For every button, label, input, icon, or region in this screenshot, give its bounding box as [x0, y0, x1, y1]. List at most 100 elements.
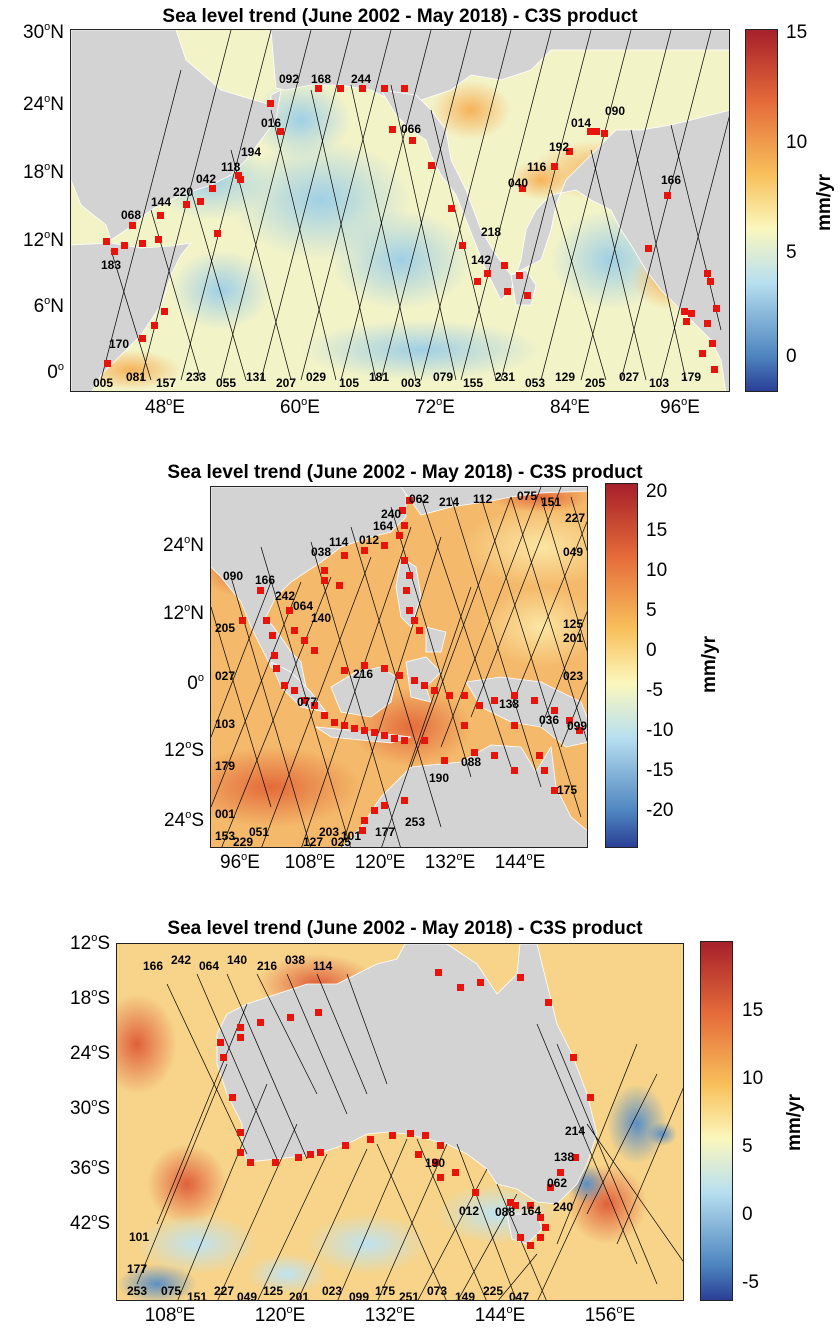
track-label: 027: [619, 370, 640, 384]
track-label: 047: [509, 1290, 530, 1301]
track-label: 177: [127, 1262, 148, 1276]
x-tick-label: 72oE: [415, 396, 455, 418]
satellite-ground-tracks: [211, 487, 587, 847]
colorbar-unit-label: mm/yr: [699, 635, 720, 693]
track-label: 075: [517, 489, 538, 503]
track-label: 042: [196, 172, 217, 186]
tide-gauge-markers: [239, 497, 583, 834]
track-label: 244: [351, 72, 372, 86]
x-tick-label: 144oE: [494, 851, 546, 873]
track-label: 023: [563, 669, 584, 683]
track-label: 029: [306, 370, 327, 384]
panel-title: Sea level trend (June 2002 - May 2018) -…: [167, 462, 643, 483]
track-label: 073: [427, 1284, 448, 1298]
track-label: 099: [349, 1290, 370, 1301]
x-tick-label: 96oE: [660, 396, 700, 418]
track-label: 090: [223, 569, 244, 583]
x-tick-label: 108oE: [284, 851, 336, 873]
track-label: 157: [156, 376, 177, 390]
track-label: 023: [322, 1284, 343, 1298]
track-label: 181: [369, 370, 390, 384]
x-tick-label: 120oE: [354, 851, 406, 873]
track-label: 205: [585, 376, 606, 390]
track-label: 170: [109, 337, 130, 351]
track-label: 101: [341, 829, 362, 843]
colorbar: [745, 29, 778, 392]
panel-title: Sea level trend (June 2002 - May 2018) -…: [167, 918, 643, 939]
panel-title: Sea level trend (June 2002 - May 2018) -…: [162, 6, 638, 27]
track-label: 166: [661, 173, 682, 187]
colorbar-tick-label: -5: [646, 680, 663, 701]
track-label: 140: [311, 611, 332, 625]
colorbar-tick-label: 10: [742, 1068, 764, 1089]
map-canvas: [211, 487, 587, 847]
map-area: 166 242 064 140 216 038 114 214 138 190 …: [116, 943, 684, 1301]
track-label: 164: [521, 1204, 542, 1218]
track-label: 036: [539, 713, 560, 727]
track-label: 101: [129, 1230, 150, 1244]
track-label: 242: [275, 589, 296, 603]
track-label: 127: [303, 835, 324, 848]
track-label: 155: [463, 376, 484, 390]
x-tick-label: 60oE: [280, 396, 320, 418]
colorbar: [605, 483, 638, 848]
y-tick-label: 12oN: [163, 602, 204, 624]
track-label: 114: [313, 959, 333, 973]
track-label: 227: [565, 511, 586, 525]
y-tick-label: 30oS: [70, 1097, 110, 1119]
track-label: 118: [221, 160, 241, 174]
track-label: 214: [439, 495, 460, 509]
track-label: 062: [547, 1176, 568, 1190]
y-tick-label: 0o: [47, 361, 64, 383]
track-label: 253: [405, 815, 426, 829]
map-area: 062 214 112 075 151 227 240 164 114 012 …: [210, 486, 588, 848]
track-label: 075: [161, 1284, 182, 1298]
track-label: 131: [246, 370, 267, 384]
track-label: 103: [215, 717, 236, 731]
track-label: 231: [495, 370, 516, 384]
track-label: 216: [257, 959, 278, 973]
track-label: 053: [525, 376, 546, 390]
track-label: 240: [553, 1200, 574, 1214]
map-canvas: [117, 944, 683, 1300]
track-label: 192: [549, 140, 570, 154]
track-label: 175: [557, 783, 578, 797]
track-label: 012: [459, 1204, 480, 1218]
colorbar-tick-label: 15: [786, 22, 808, 43]
track-label: 142: [471, 253, 492, 267]
track-label: 164: [373, 519, 394, 533]
landmass: [211, 487, 587, 847]
track-label: 090: [605, 104, 626, 118]
colorbar-tick-label: 5: [786, 242, 797, 263]
track-label: 251: [399, 1290, 420, 1301]
track-label: 183: [101, 258, 122, 272]
track-label: 201: [289, 1290, 310, 1301]
track-label: 081: [126, 370, 147, 384]
track-label: 092: [279, 72, 300, 86]
track-label: 014: [571, 116, 592, 130]
track-label: 066: [401, 122, 422, 136]
track-label: 012: [359, 533, 380, 547]
track-label: 190: [429, 771, 450, 785]
track-label: 225: [483, 1284, 504, 1298]
track-label: 062: [409, 492, 430, 506]
track-label: 216: [353, 667, 374, 681]
track-label: 016: [261, 116, 282, 130]
y-tick-label: 24oS: [70, 1042, 110, 1064]
y-tick-label: 24oS: [164, 809, 204, 831]
colorbar-unit-label: mm/yr: [814, 173, 835, 231]
track-label: 140: [227, 953, 248, 967]
track-label: 068: [121, 208, 142, 222]
colorbar-tick-label: 20: [646, 481, 668, 502]
x-tick-label: 48oE: [145, 396, 185, 418]
track-label: 038: [311, 545, 332, 559]
x-tick-label: 144oE: [474, 1304, 526, 1326]
x-tick-label: 132oE: [424, 851, 476, 873]
track-label: 027: [215, 669, 236, 683]
track-label: 138: [499, 697, 520, 711]
track-label: 038: [285, 953, 306, 967]
track-label: 125: [563, 617, 584, 631]
y-tick-label: 36oS: [70, 1157, 110, 1179]
track-label: 112: [473, 492, 493, 506]
x-tick-label: 96oE: [220, 851, 260, 873]
